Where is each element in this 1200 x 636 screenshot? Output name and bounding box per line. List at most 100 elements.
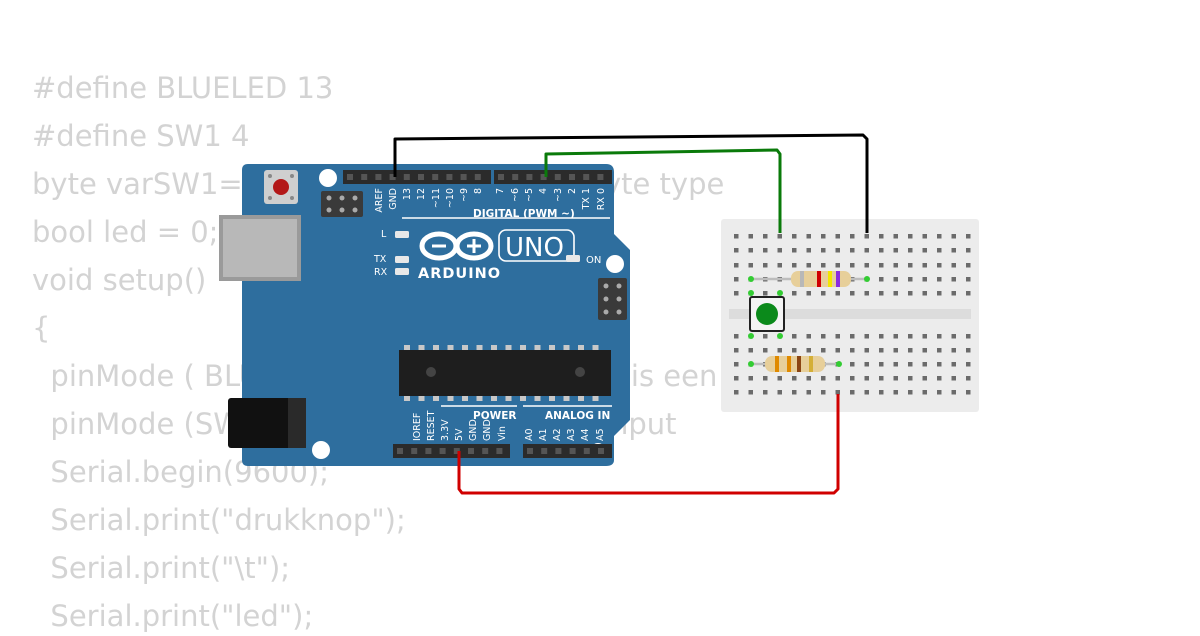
breadboard-hole[interactable]	[864, 348, 870, 353]
breadboard-hole[interactable]	[951, 390, 957, 395]
analog-pin-header[interactable]	[523, 444, 612, 458]
breadboard-hole[interactable]	[951, 277, 957, 282]
breadboard-hole[interactable]	[821, 248, 826, 253]
breadboard-hole[interactable]	[864, 334, 870, 339]
breadboard-hole[interactable]	[821, 234, 826, 239]
breadboard-hole[interactable]	[806, 291, 812, 296]
breadboard-hole[interactable]	[879, 362, 884, 367]
header-socket[interactable]	[540, 174, 547, 180]
breadboard-hole[interactable]	[763, 376, 768, 381]
breadboard-hole[interactable]	[879, 291, 884, 296]
breadboard-hole[interactable]	[893, 376, 899, 381]
breadboard-hole[interactable]	[908, 390, 913, 395]
breadboard-hole[interactable]	[922, 390, 928, 395]
header-socket[interactable]	[526, 174, 533, 180]
breadboard-hole[interactable]	[734, 334, 739, 339]
breadboard-hole[interactable]	[966, 291, 971, 296]
breadboard-hole[interactable]	[864, 291, 870, 296]
breadboard-hole[interactable]	[893, 334, 899, 339]
breadboard-hole[interactable]	[792, 376, 797, 381]
breadboard-hole[interactable]	[908, 291, 913, 296]
header-socket[interactable]	[527, 448, 533, 454]
header-socket[interactable]	[418, 174, 424, 180]
breadboard-hole[interactable]	[922, 248, 928, 253]
breadboard-hole[interactable]	[908, 376, 913, 381]
breadboard-hole[interactable]	[893, 234, 899, 239]
breadboard-hole[interactable]	[806, 263, 812, 268]
breadboard-hole[interactable]	[937, 362, 942, 367]
breadboard-hole[interactable]	[806, 390, 812, 395]
breadboard-hole[interactable]	[937, 263, 942, 268]
breadboard-hole[interactable]	[734, 277, 739, 282]
breadboard-hole[interactable]	[734, 348, 739, 353]
breadboard-hole[interactable]	[951, 263, 957, 268]
header-socket[interactable]	[598, 448, 604, 454]
breadboard-hole[interactable]	[763, 263, 768, 268]
breadboard-hole[interactable]	[922, 234, 928, 239]
breadboard-hole[interactable]	[792, 291, 797, 296]
breadboard-hole[interactable]	[850, 263, 855, 268]
breadboard-hole[interactable]	[893, 248, 899, 253]
breadboard-hole[interactable]	[763, 334, 768, 339]
resistor-top[interactable]	[751, 271, 867, 287]
breadboard-hole[interactable]	[734, 362, 739, 367]
breadboard-hole[interactable]	[850, 248, 855, 253]
breadboard-hole[interactable]	[922, 362, 928, 367]
breadboard-hole[interactable]	[908, 248, 913, 253]
breadboard-hole[interactable]	[835, 291, 841, 296]
header-socket[interactable]	[569, 448, 576, 454]
breadboard-hole[interactable]	[922, 263, 928, 268]
breadboard-hole[interactable]	[908, 362, 913, 367]
breadboard-hole[interactable]	[835, 348, 841, 353]
header-socket[interactable]	[496, 448, 503, 454]
breadboard-hole[interactable]	[806, 334, 812, 339]
breadboard-hole[interactable]	[893, 362, 899, 367]
breadboard-hole[interactable]	[864, 263, 870, 268]
breadboard-hole[interactable]	[922, 376, 928, 381]
breadboard-hole[interactable]	[748, 376, 754, 381]
breadboard-hole[interactable]	[734, 376, 739, 381]
breadboard-hole[interactable]	[821, 390, 826, 395]
breadboard-hole[interactable]	[879, 376, 884, 381]
resistor-bottom[interactable]	[751, 356, 839, 372]
wire-signal-pin4[interactable]	[544, 148, 782, 233]
header-socket[interactable]	[512, 174, 519, 180]
breadboard-hole[interactable]	[806, 234, 812, 239]
breadboard-hole[interactable]	[893, 348, 899, 353]
breadboard-hole[interactable]	[879, 348, 884, 353]
breadboard-hole[interactable]	[937, 248, 942, 253]
reset-button[interactable]	[264, 170, 298, 204]
breadboard-hole[interactable]	[879, 234, 884, 239]
breadboard-hole[interactable]	[777, 390, 783, 395]
breadboard-hole[interactable]	[922, 334, 928, 339]
breadboard-hole[interactable]	[966, 277, 971, 282]
breadboard-hole[interactable]	[777, 234, 783, 239]
power-pin-header[interactable]	[393, 444, 510, 458]
breadboard-hole[interactable]	[937, 277, 942, 282]
breadboard-hole[interactable]	[850, 348, 855, 353]
breadboard-hole[interactable]	[850, 376, 855, 381]
breadboard-hole[interactable]	[835, 248, 841, 253]
header-socket[interactable]	[554, 174, 561, 180]
breadboard-hole[interactable]	[893, 277, 899, 282]
breadboard-hole[interactable]	[777, 348, 783, 353]
header-socket[interactable]	[389, 174, 396, 180]
breadboard-hole[interactable]	[937, 334, 942, 339]
breadboard-hole[interactable]	[951, 334, 957, 339]
breadboard-hole[interactable]	[850, 234, 855, 239]
breadboard-hole[interactable]	[748, 263, 754, 268]
breadboard-hole[interactable]	[850, 362, 855, 367]
breadboard-hole[interactable]	[734, 390, 739, 395]
header-socket[interactable]	[446, 174, 453, 180]
breadboard-hole[interactable]	[777, 248, 783, 253]
breadboard-hole[interactable]	[850, 334, 855, 339]
header-socket[interactable]	[482, 448, 489, 454]
breadboard-hole[interactable]	[821, 376, 826, 381]
breadboard-hole[interactable]	[893, 291, 899, 296]
breadboard-hole[interactable]	[734, 291, 739, 296]
wire-gnd[interactable]	[393, 133, 869, 233]
breadboard-hole[interactable]	[806, 248, 812, 253]
header-socket[interactable]	[432, 174, 439, 180]
breadboard-hole[interactable]	[937, 291, 942, 296]
